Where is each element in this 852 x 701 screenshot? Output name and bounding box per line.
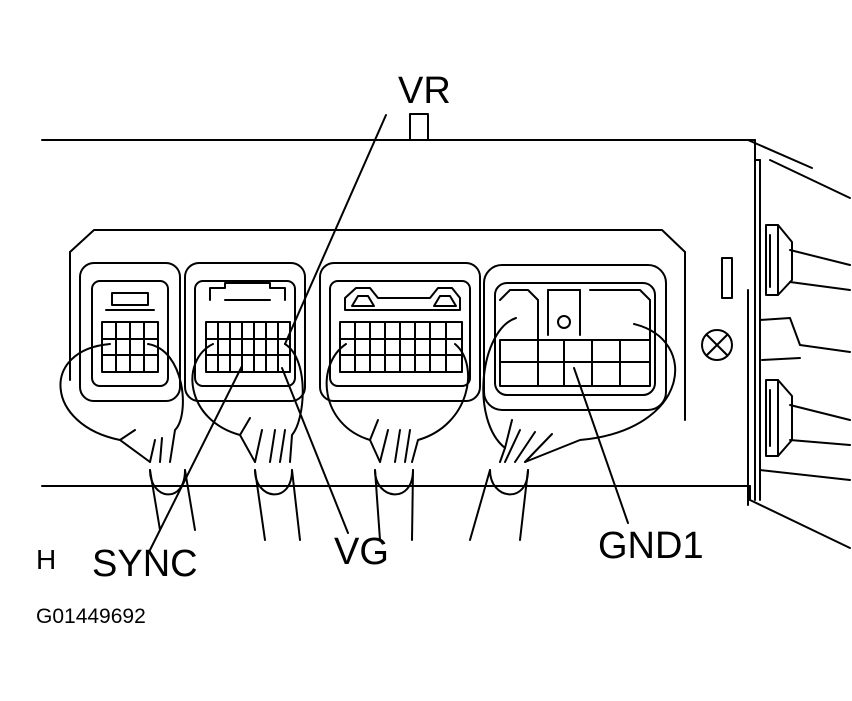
- vg-leader: [281, 367, 349, 534]
- ecu-housing: [41, 113, 851, 549]
- gnd1-leader: [573, 367, 629, 524]
- mounting-bracket: [721, 159, 851, 506]
- callout-leaders: [149, 114, 629, 551]
- wire-harness: [59, 317, 677, 541]
- gnd1-label: GND1: [598, 525, 704, 567]
- vr-leader: [284, 114, 387, 345]
- sync-leader: [149, 365, 243, 551]
- connector-2: [184, 262, 306, 402]
- circle-x-icon: [701, 329, 733, 361]
- figure-id: G01449692: [36, 605, 146, 628]
- vg-label: VG: [334, 531, 389, 573]
- connector-4: [483, 264, 667, 411]
- connector-3: [319, 262, 481, 402]
- vr-label: VR: [398, 70, 451, 112]
- sync-label: SYNC: [92, 543, 198, 585]
- connector-shroud: [69, 229, 686, 421]
- connector-1: [79, 262, 181, 402]
- section-letter: H: [36, 544, 57, 575]
